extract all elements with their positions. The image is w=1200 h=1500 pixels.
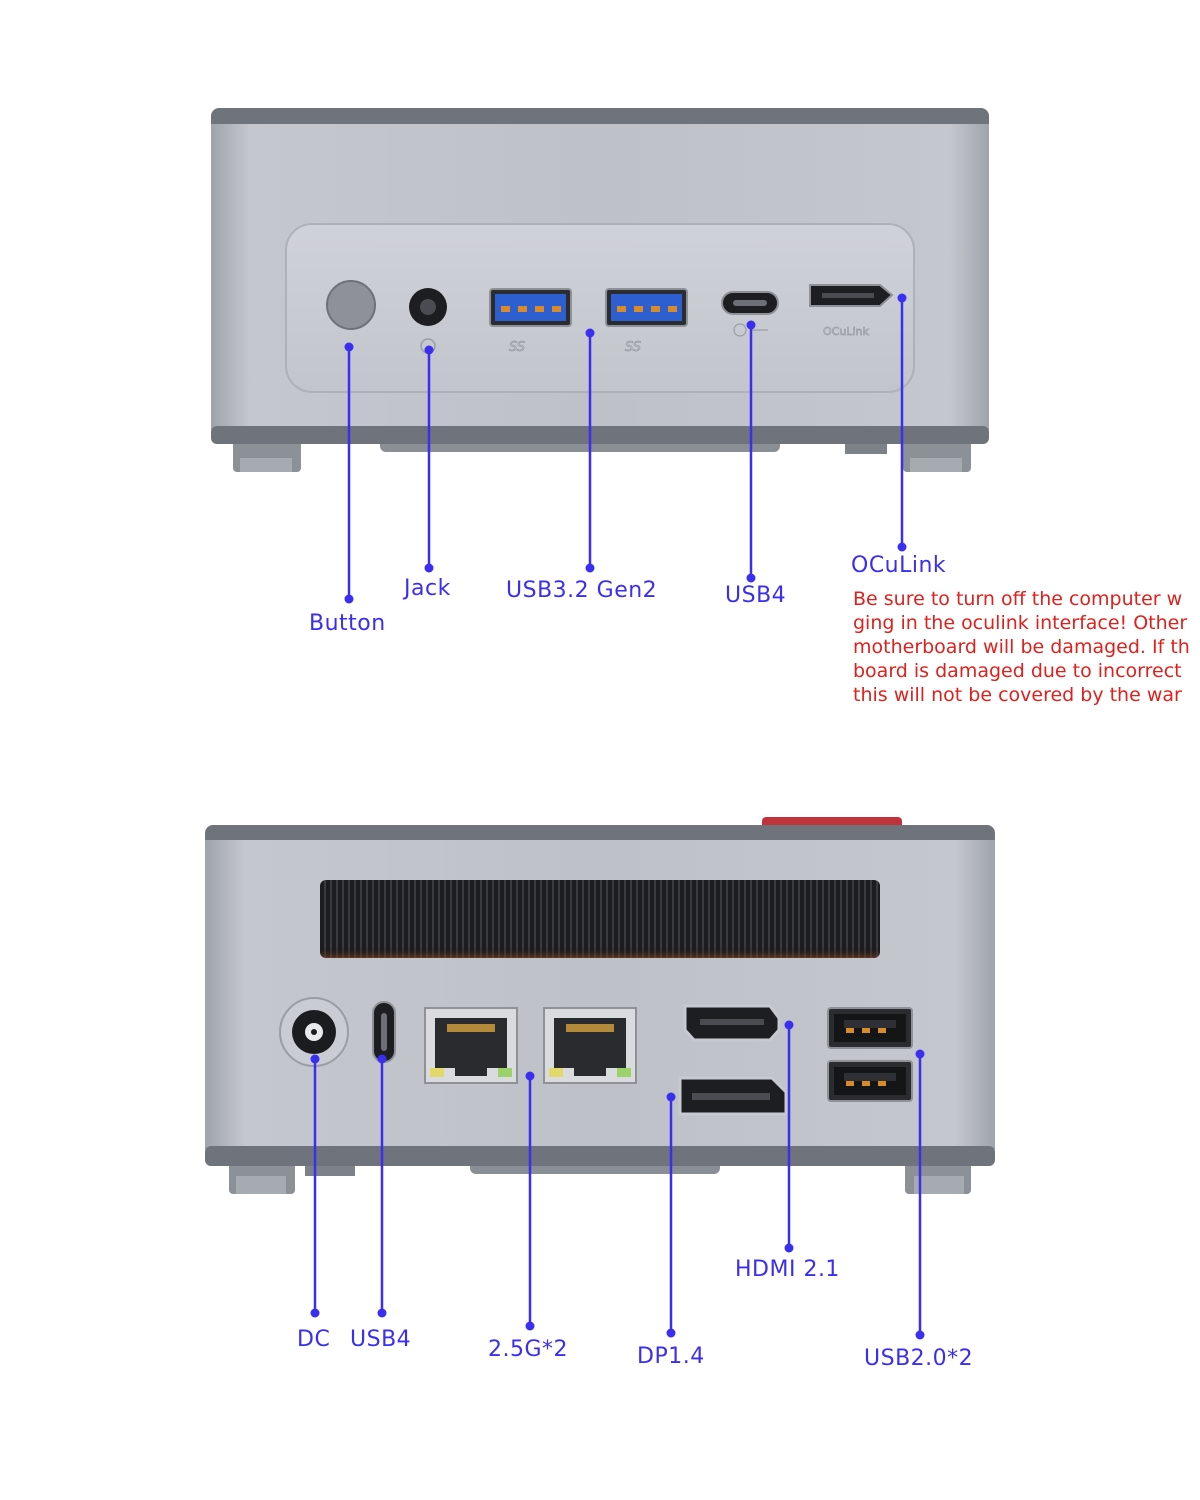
label-jack: Jack	[404, 576, 451, 601]
usb-a-port-icon	[827, 1007, 913, 1049]
label-lan: 2.5G*2	[488, 1337, 569, 1362]
usb-a-port-icon: SS	[489, 288, 572, 355]
hdmi-port-icon	[683, 1004, 781, 1042]
displayport-port-icon	[678, 1076, 788, 1116]
label-oculink: OCuLink	[851, 553, 947, 578]
dc-jack-icon	[279, 997, 349, 1067]
warning-line: ging in the oculink interface! Other	[853, 612, 1188, 634]
label-dp: DP1.4	[637, 1344, 705, 1369]
usb-a-2-mark: SS	[625, 340, 641, 355]
usb-c-port-icon	[721, 291, 779, 337]
power-button-icon	[326, 280, 376, 330]
usb-a-port-icon	[827, 1060, 913, 1102]
oculink-mark: OCuLink	[823, 325, 869, 338]
label-usb4-front: USB4	[725, 583, 787, 608]
rear-callouts	[310, 1020, 925, 1340]
front-callouts	[344, 293, 907, 604]
usb-c-port-icon	[372, 1001, 396, 1063]
ethernet-port-icon	[424, 1007, 518, 1084]
oculink-port-icon: OCuLink	[809, 284, 894, 338]
label-usb2: USB2.0*2	[864, 1346, 974, 1371]
warning-line: this will not be covered by the war	[853, 684, 1182, 706]
label-button: Button	[309, 611, 386, 636]
front-port-panel	[285, 223, 915, 393]
label-hdmi: HDMI 2.1	[735, 1257, 840, 1282]
label-usb32-gen2: USB3.2 Gen2	[506, 578, 658, 603]
label-usb4-rear: USB4	[350, 1327, 412, 1352]
label-dc: DC	[297, 1327, 331, 1352]
oculink-warning: Be sure to turn off the computer w ging …	[853, 587, 1200, 707]
warning-line: motherboard will be damaged. If th	[853, 636, 1190, 658]
rear-device	[205, 817, 995, 1194]
front-device: SS SS OCuLink	[211, 108, 989, 472]
usb-a-1-mark: SS	[509, 340, 525, 355]
cooling-vent-icon	[320, 880, 880, 958]
ethernet-port-icon	[543, 1007, 637, 1084]
warning-line: Be sure to turn off the computer w	[853, 588, 1183, 610]
warning-line: board is damaged due to incorrect	[853, 660, 1182, 682]
usb-a-port-icon: SS	[605, 288, 688, 355]
